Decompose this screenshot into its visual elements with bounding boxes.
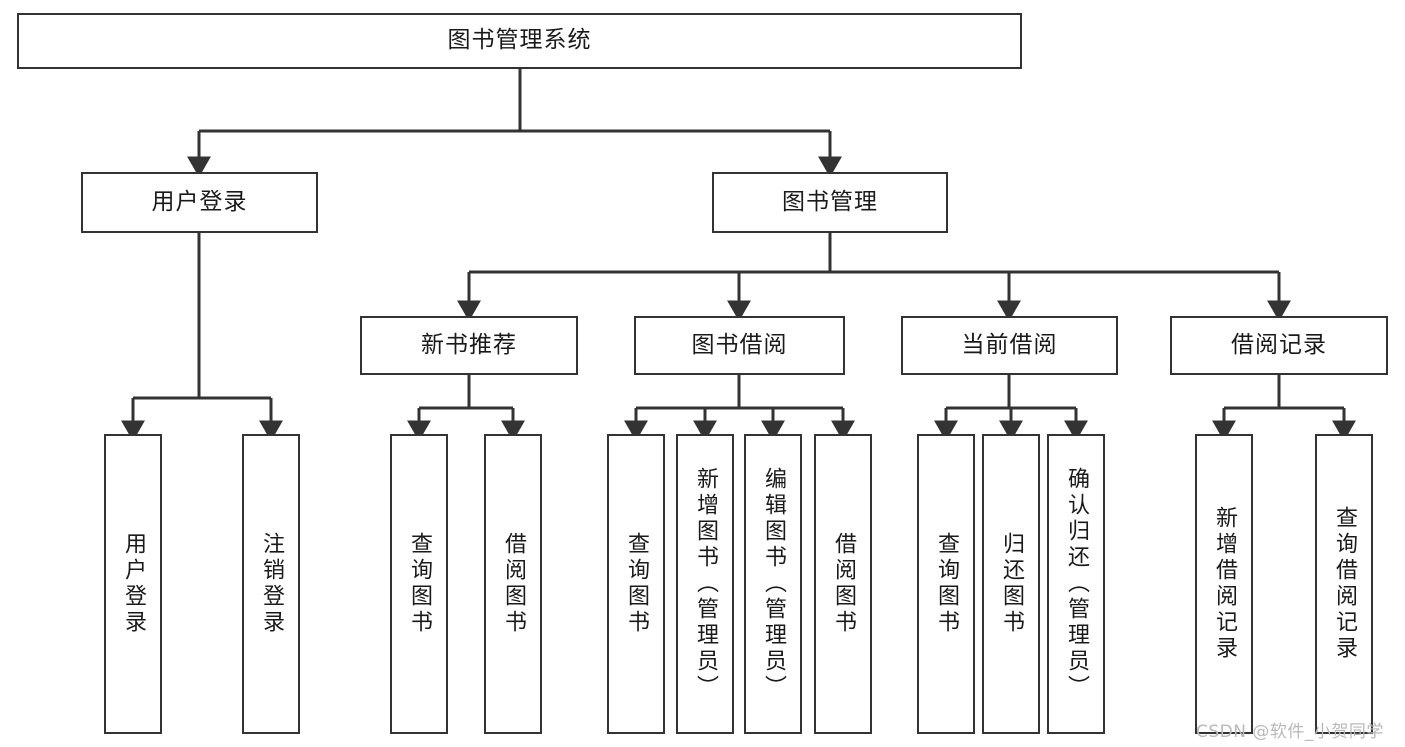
- node-label: 编辑图书（管理员）: [761, 467, 786, 701]
- leaf-current-query-book[interactable]: 查询图书: [917, 434, 975, 734]
- csdn-watermark: CSDN @软件_小贺同学: [1196, 722, 1384, 742]
- node-label: 借阅图书: [831, 532, 856, 636]
- node-label: 图书借阅: [691, 331, 788, 358]
- node-book-management-system[interactable]: 图书管理系统: [17, 13, 1022, 69]
- leaf-borrow-borrow-book[interactable]: 借阅图书: [814, 434, 872, 734]
- node-label: 新增借阅记录: [1212, 506, 1237, 662]
- node-label: 归还图书: [999, 532, 1024, 636]
- node-book-borrow[interactable]: 图书借阅: [634, 316, 845, 375]
- leaf-borrow-edit-book-admin[interactable]: 编辑图书（管理员）: [744, 434, 802, 734]
- leaf-borrow-query-book[interactable]: 查询图书: [607, 434, 665, 734]
- node-label: 新增图书（管理员）: [693, 467, 718, 701]
- leaf-recommend-borrow-book[interactable]: 借阅图书: [484, 434, 542, 734]
- leaf-record-add-borrow-record[interactable]: 新增借阅记录: [1195, 434, 1253, 734]
- leaf-user-logout[interactable]: 注销登录: [242, 434, 300, 734]
- node-label: 查询图书: [407, 532, 432, 636]
- node-user-login[interactable]: 用户登录: [81, 172, 318, 233]
- node-book-management[interactable]: 图书管理: [712, 172, 948, 233]
- leaf-current-confirm-return-admin[interactable]: 确认归还（管理员）: [1047, 434, 1105, 734]
- leaf-user-login[interactable]: 用户登录: [104, 434, 162, 734]
- leaf-recommend-query-book[interactable]: 查询图书: [390, 434, 448, 734]
- node-borrow-record[interactable]: 借阅记录: [1170, 316, 1388, 375]
- node-label: 确认归还（管理员）: [1064, 467, 1089, 701]
- leaf-current-return-book[interactable]: 归还图书: [982, 434, 1040, 734]
- node-label: 查询图书: [934, 532, 959, 636]
- leaf-record-query-borrow-record[interactable]: 查询借阅记录: [1315, 434, 1373, 734]
- node-label: 用户登录: [121, 532, 146, 636]
- node-label: 用户登录: [151, 188, 248, 215]
- node-label: 借阅记录: [1231, 331, 1327, 358]
- node-label: 注销登录: [259, 532, 284, 636]
- node-label: 新书推荐: [421, 331, 517, 358]
- node-current-borrow[interactable]: 当前借阅: [901, 316, 1118, 375]
- node-label: 借阅图书: [501, 532, 526, 636]
- node-label: 当前借阅: [961, 331, 1058, 358]
- leaf-borrow-add-book-admin[interactable]: 新增图书（管理员）: [676, 434, 734, 734]
- node-label: 图书管理: [782, 188, 878, 215]
- node-label: 查询借阅记录: [1332, 506, 1357, 662]
- node-new-book-recommend[interactable]: 新书推荐: [360, 316, 578, 375]
- node-label: 查询图书: [624, 532, 649, 636]
- node-label: 图书管理系统: [447, 27, 592, 54]
